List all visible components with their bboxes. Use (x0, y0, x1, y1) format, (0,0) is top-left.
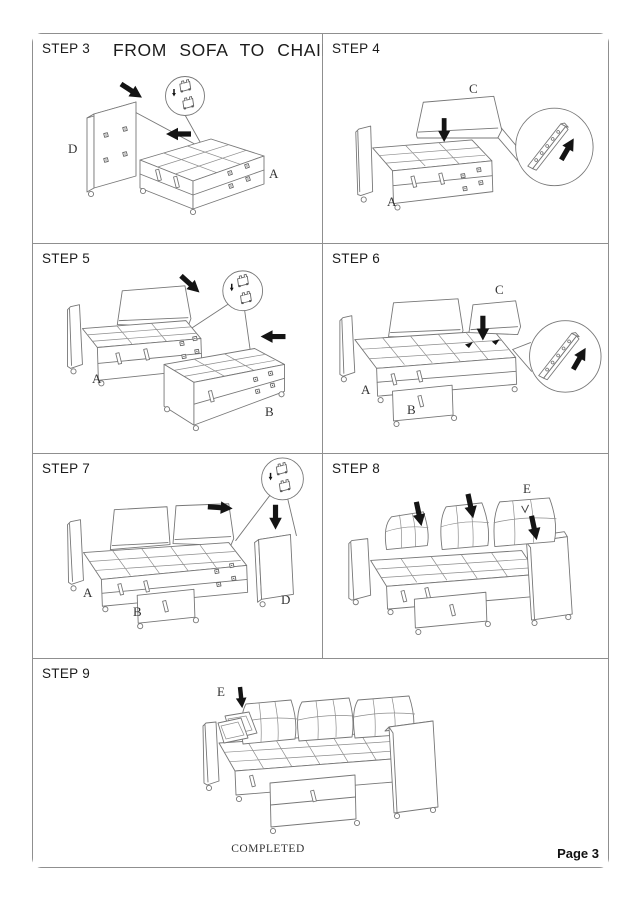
completed-label: COMPLETED (231, 843, 305, 855)
step-label: STEP 3 (42, 41, 91, 56)
part-label-a: A (92, 371, 102, 386)
right-armrest (523, 531, 573, 627)
step-9-panel: STEP 9 E COMPLETED (33, 659, 608, 867)
callout-lines (235, 495, 297, 542)
instruction-sheet: STEP 3 FROM SOFA TO CHAIR D A (32, 33, 609, 868)
page-title: FROM SOFA TO CHAIR (113, 40, 335, 60)
part-label-b: B (133, 604, 142, 619)
part-label-d: D (281, 592, 291, 607)
step-4-panel: STEP 4 C A (323, 34, 608, 244)
part-label-d: D (68, 141, 78, 156)
arrow-icon (269, 504, 282, 530)
step-4-diagram (355, 95, 594, 211)
part-label-b: B (407, 402, 416, 417)
hardware-clip-detail (261, 457, 304, 501)
pillow-e (217, 711, 258, 744)
step-6-diagram (339, 298, 602, 427)
callout-lines (512, 342, 532, 372)
step-7-diagram (67, 457, 304, 630)
arrow-icon (117, 78, 146, 103)
step-8-diagram (348, 492, 573, 635)
ottoman-b (163, 348, 285, 432)
step-9-diagram (202, 686, 439, 835)
chair-a (355, 125, 494, 211)
part-label-a: A (387, 194, 397, 209)
part-label-e: E (523, 481, 531, 496)
step-label: STEP 9 (42, 666, 91, 681)
arrow-icon (166, 127, 191, 141)
part-label-a: A (83, 585, 93, 600)
arrow-icon (260, 330, 286, 343)
backrest-c (468, 300, 522, 336)
right-armrest (384, 720, 439, 820)
side-panel-d (86, 101, 137, 198)
sofa-base-ab (67, 503, 249, 630)
step-7-panel: STEP 7 A B D (33, 454, 323, 659)
hardware-clip-detail (165, 76, 205, 116)
v-mark (521, 504, 530, 514)
page-number: Page 3 (557, 846, 599, 861)
step-label: STEP 4 (332, 41, 381, 56)
step-label: STEP 8 (332, 461, 381, 476)
callout-lines (190, 303, 252, 354)
ottoman-a (139, 138, 265, 216)
step-label: STEP 6 (332, 251, 381, 266)
back-cushions-e (384, 497, 557, 550)
sofa-body (348, 538, 539, 635)
backrest-c (415, 95, 503, 139)
bracket-rail-detail (515, 107, 594, 187)
part-label-a: A (269, 166, 279, 181)
callout-lines (132, 110, 205, 150)
part-label-b: B (265, 404, 274, 419)
bracket-rail-detail (529, 320, 602, 393)
part-label-e: E (217, 684, 225, 699)
step-3-panel: STEP 3 FROM SOFA TO CHAIR D A (33, 34, 334, 244)
step-label: STEP 5 (42, 251, 91, 266)
part-label-c: C (469, 81, 478, 96)
hardware-clip-detail (222, 270, 264, 312)
step-5-diagram (67, 270, 286, 432)
step-6-panel: STEP 6 C A B (323, 244, 608, 454)
side-panel-d (254, 534, 294, 608)
part-label-a: A (361, 382, 371, 397)
step-3-diagram (86, 76, 265, 216)
step-5-panel: STEP 5 A B (33, 244, 323, 454)
step-8-panel: STEP 8 E (323, 454, 608, 659)
step-label: STEP 7 (42, 461, 91, 476)
part-label-c: C (495, 282, 504, 297)
sofa-base-ab (339, 298, 518, 427)
